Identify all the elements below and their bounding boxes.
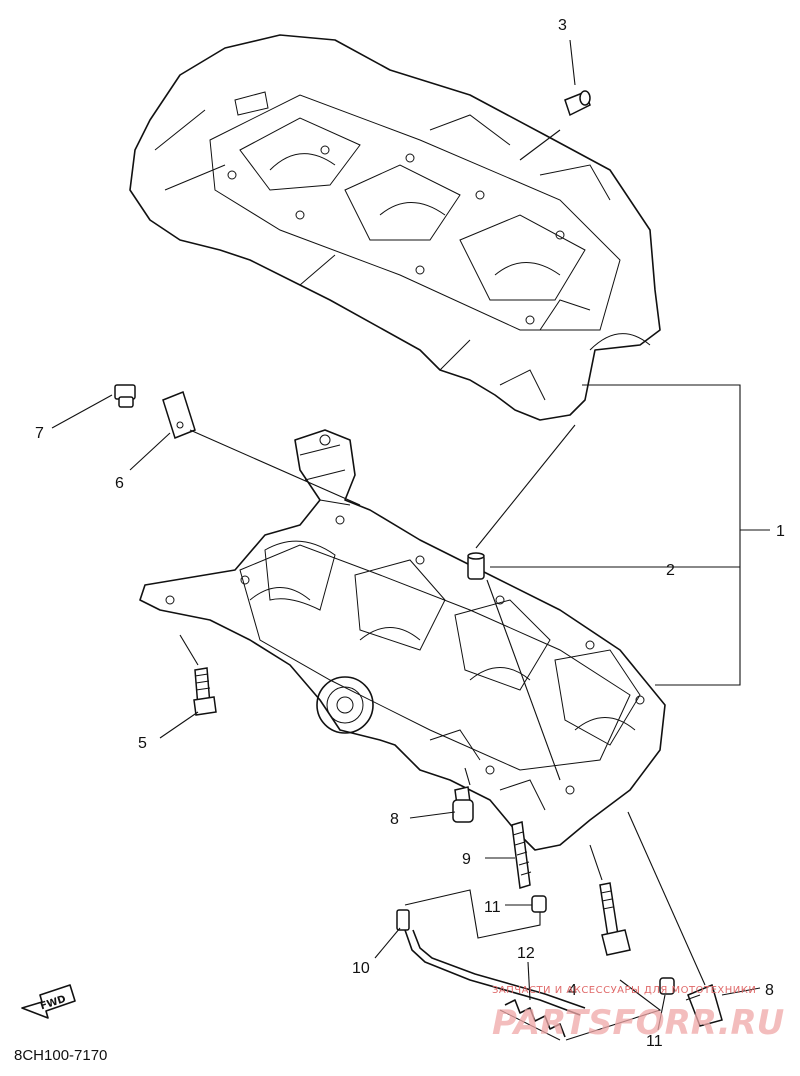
bolt-5 <box>193 667 217 716</box>
bolt-4 <box>599 882 631 956</box>
callout-6: 6 <box>115 475 124 492</box>
callout-11-lower: 11 <box>646 1033 663 1050</box>
callout-8-upper: 8 <box>390 811 399 828</box>
callout-7: 7 <box>35 425 44 442</box>
callout-10: 10 <box>352 960 370 977</box>
stud-9 <box>511 821 532 889</box>
cap-11-lower <box>659 977 675 995</box>
callout-1: 1 <box>776 523 785 540</box>
callout-9: 9 <box>462 851 471 868</box>
spring-12 <box>499 999 566 1041</box>
callout-12: 12 <box>517 945 535 962</box>
callout-2: 2 <box>666 562 675 579</box>
dowel-pin-2 <box>467 552 485 580</box>
upper-crankcase <box>129 34 661 421</box>
watermark: ЗАПЧАСТИ И АКСЕССУАРЫ ДЛЯ МОТОТЕХНИКИ PA… <box>492 985 784 1043</box>
drawing-code: 8CH100-7170 <box>14 1047 107 1064</box>
callout-4: 4 <box>568 982 577 999</box>
fitting-8-upper <box>452 786 474 823</box>
hose-10 <box>396 909 586 1016</box>
fwd-arrow-icon: FWD <box>21 984 76 1019</box>
callout-8-lower: 8 <box>765 982 774 999</box>
callout-5: 5 <box>138 735 147 752</box>
callouts: 3 1 2 7 6 5 8 9 11 10 12 4 8 11 <box>35 17 785 1050</box>
fitting-8-lower <box>685 983 723 1027</box>
watermark-tagline: ЗАПЧАСТИ И АКСЕССУАРЫ ДЛЯ МОТОТЕХНИКИ <box>492 985 756 996</box>
plate-6 <box>162 391 196 439</box>
cap-11-upper <box>531 895 547 913</box>
watermark-brand: PARTSFORR.RU <box>492 1003 784 1043</box>
leader-lines <box>51 39 770 1041</box>
callout-11-upper: 11 <box>484 899 501 916</box>
callout-3: 3 <box>558 17 567 34</box>
bolt-7 <box>114 384 136 408</box>
lower-crankcase <box>139 429 666 851</box>
dowel-pin-3 <box>564 90 591 117</box>
